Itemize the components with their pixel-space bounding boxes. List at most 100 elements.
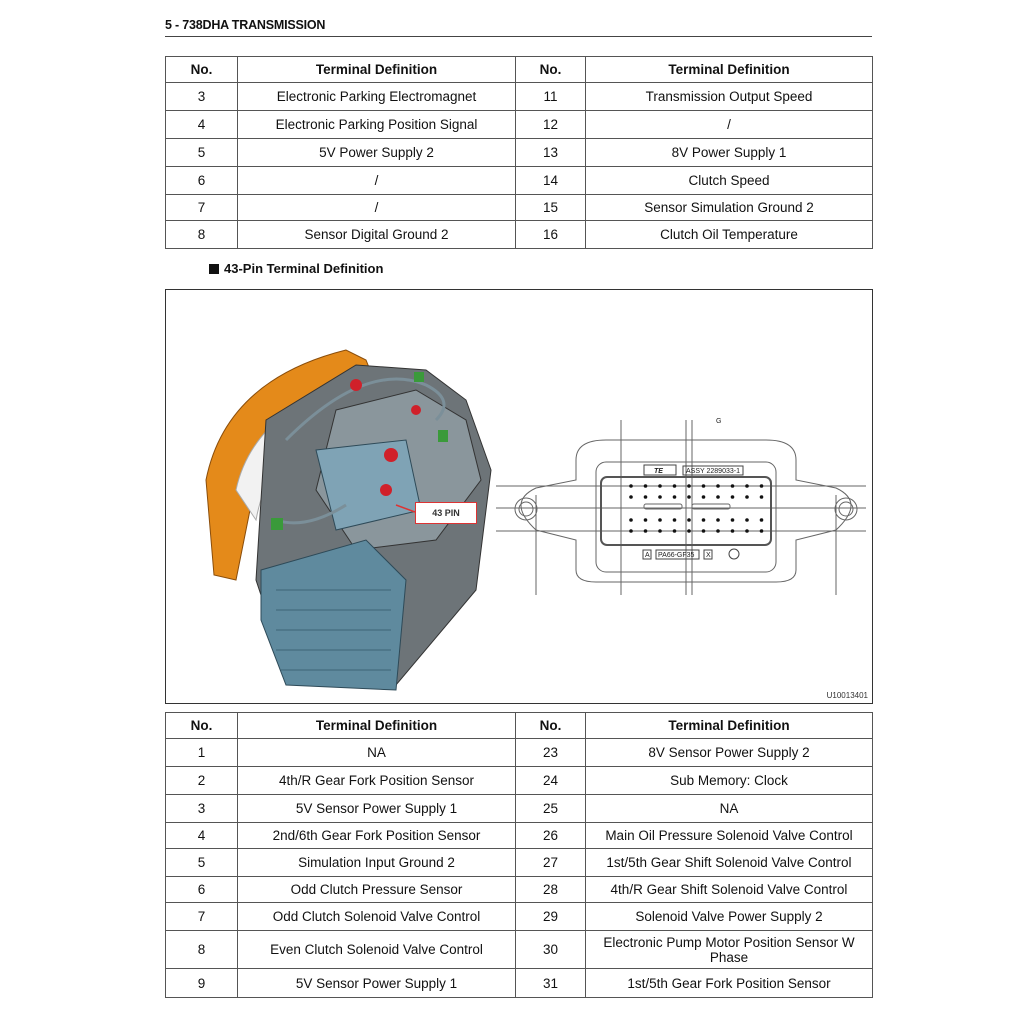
terminal-definition: / (237, 194, 516, 221)
connector-material: PA66-GF35 (658, 552, 695, 559)
terminal-definition: Main Oil Pressure Solenoid Valve Control (585, 822, 873, 849)
connector-pin (730, 484, 735, 488)
terminal-definition: 4th/R Gear Fork Position Sensor (237, 766, 516, 795)
connector-pin (629, 529, 633, 533)
terminal-definition: Transmission Output Speed (585, 82, 873, 111)
terminal-definition: 2nd/6th Gear Fork Position Sensor (237, 822, 516, 849)
terminal-number: 23 (515, 738, 586, 767)
connector-drawing: TE ASSY 2289033-1 A PA66-GF35 X G (496, 418, 866, 595)
connector-mark-a: A (645, 552, 650, 559)
terminal-number: 30 (515, 930, 586, 969)
connector-pin (658, 484, 662, 488)
connector-pin (658, 529, 662, 533)
terminal-number: 1 (165, 738, 238, 767)
connector-pin (672, 484, 677, 488)
terminal-definition: Simulation Input Ground 2 (237, 848, 516, 877)
connector-pin (672, 518, 677, 522)
column-header: No. (515, 712, 586, 739)
terminal-definition: Sub Memory: Clock (585, 766, 873, 795)
terminal-number: 29 (515, 902, 586, 931)
connector-pin (745, 495, 749, 499)
terminal-number: 6 (165, 876, 238, 903)
terminal-definition: 1st/5th Gear Fork Position Sensor (585, 968, 873, 998)
terminal-number: 26 (515, 822, 586, 849)
terminal-definition: Sensor Simulation Ground 2 (585, 194, 873, 221)
connector-pin (629, 518, 633, 522)
terminal-number: 31 (515, 968, 586, 998)
connector-pin (701, 518, 706, 522)
connector-pin (701, 495, 706, 499)
connector-pin (759, 529, 764, 533)
connector-mark-x: X (706, 552, 711, 559)
connector-pin (745, 518, 749, 522)
transmission-illustration (205, 349, 492, 691)
connector-pin (759, 484, 764, 488)
connector-pin (643, 518, 648, 522)
connector-pin (687, 495, 691, 499)
terminal-number: 11 (515, 82, 586, 111)
connector-pin (643, 484, 648, 488)
connector-pin (687, 484, 691, 488)
column-header: No. (165, 56, 238, 83)
terminal-definition: 8V Power Supply 1 (585, 138, 873, 167)
terminal-definition: Sensor Digital Ground 2 (237, 220, 516, 249)
figure-43pin: 43 PIN TE ASSY 2289033-1 A PA66-GF35 X (165, 289, 873, 704)
connector-brand: TE (654, 468, 663, 475)
column-header: Terminal Definition (237, 56, 516, 83)
figure-id: U10013401 (826, 691, 868, 700)
terminal-definition: 1st/5th Gear Shift Solenoid Valve Contro… (585, 848, 873, 877)
terminal-definition: Clutch Oil Temperature (585, 220, 873, 249)
terminal-number: 24 (515, 766, 586, 795)
terminal-definition: Electronic Parking Electromagnet (237, 82, 516, 111)
connector-pin (629, 484, 633, 488)
terminal-definition: 8V Sensor Power Supply 2 (585, 738, 873, 767)
terminal-number: 3 (165, 794, 238, 823)
connector-pin (745, 529, 749, 533)
terminal-definition: Solenoid Valve Power Supply 2 (585, 902, 873, 931)
terminal-number: 8 (165, 930, 238, 969)
column-header: Terminal Definition (585, 56, 873, 83)
connector-part-number: ASSY 2289033-1 (686, 468, 740, 475)
terminal-number: 15 (515, 194, 586, 221)
terminal-definition: Even Clutch Solenoid Valve Control (237, 930, 516, 969)
terminal-number: 5 (165, 848, 238, 877)
connector-pin (658, 518, 662, 522)
terminal-number: 28 (515, 876, 586, 903)
terminal-number: 12 (515, 110, 586, 139)
terminal-definition: 5V Sensor Power Supply 1 (237, 794, 516, 823)
connector-pin (687, 518, 691, 522)
terminal-definition: Odd Clutch Solenoid Valve Control (237, 902, 516, 931)
connector-pin (629, 495, 633, 499)
connector-pin (759, 495, 764, 499)
connector-pin (687, 529, 691, 533)
connector-pin (643, 529, 648, 533)
section-heading: 43-Pin Terminal Definition (209, 261, 383, 276)
column-header: Terminal Definition (585, 712, 873, 739)
header-rule (165, 36, 872, 37)
terminal-definition: Clutch Speed (585, 166, 873, 195)
connector-pin (730, 495, 735, 499)
connector-pin (672, 495, 677, 499)
connector-pin (730, 518, 735, 522)
bullet-square-icon (209, 264, 219, 274)
terminal-definition: NA (585, 794, 873, 823)
connector-pin (716, 529, 720, 533)
connector-pin (716, 495, 720, 499)
terminal-definition: 5V Sensor Power Supply 1 (237, 968, 516, 998)
terminal-number: 2 (165, 766, 238, 795)
